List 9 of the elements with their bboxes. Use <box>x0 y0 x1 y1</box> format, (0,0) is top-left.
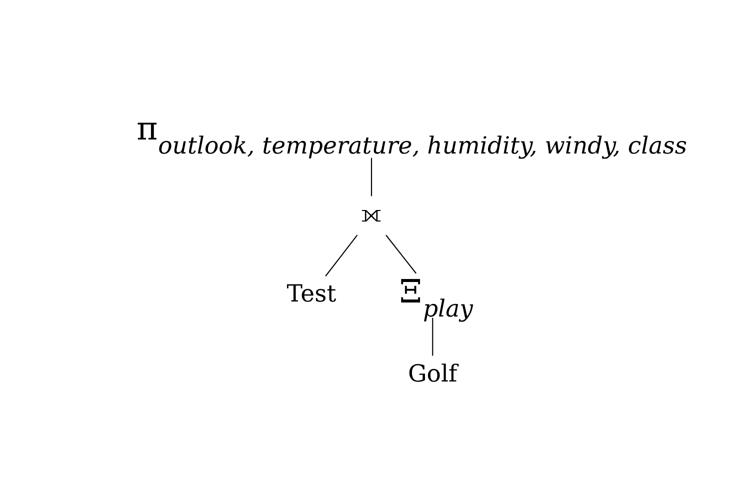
node-text: Test <box>286 280 336 308</box>
node-text: Golf <box>408 359 458 388</box>
connector <box>386 234 416 274</box>
connector <box>370 158 372 196</box>
node-text: Ξ$_{play}$ <box>399 272 473 322</box>
node-text: ⟗ <box>360 200 382 228</box>
connector <box>325 234 358 276</box>
node-text: π$_{outlook, temperature, humidity, windy, class}$ <box>136 109 687 160</box>
connector <box>432 318 434 356</box>
